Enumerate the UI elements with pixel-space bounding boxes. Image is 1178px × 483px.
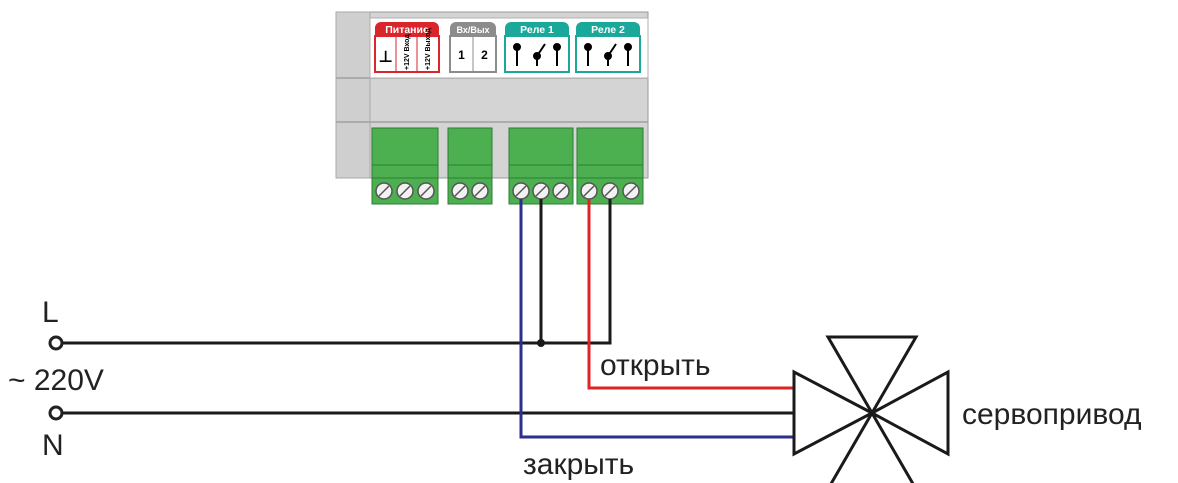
relay1-title: Реле 1 <box>520 24 554 36</box>
line-L-terminal <box>48 335 64 351</box>
relay1-contact-icon <box>513 43 561 66</box>
line-L-wire <box>62 199 612 345</box>
io-pin-2: 2 <box>481 48 488 62</box>
terminal-screws <box>375 182 640 200</box>
open-wire-label: открыть <box>600 349 711 382</box>
relay2-block-label: Реле 2 <box>575 22 641 73</box>
voltage-label: ~ 220V <box>8 364 104 397</box>
ground-symbol-icon: ⊥ <box>378 47 393 66</box>
io-block-title: Вх/Вых <box>456 25 489 35</box>
io-block-label: Вх/Вых 1 2 <box>449 22 497 73</box>
close-wire <box>519 199 794 439</box>
relay2-title: Реле 2 <box>591 24 625 36</box>
controller-module: Питание ⊥ +12V Вход +12V Выход Вх/Вых 1 … <box>335 11 649 205</box>
neutral-N-label: N <box>42 429 64 462</box>
junction-dot <box>537 339 545 347</box>
relay1-block-label: Реле 1 <box>504 22 570 73</box>
power-pin-out-label: +12V Выход <box>425 28 432 70</box>
close-wire-label: закрыть <box>523 448 634 481</box>
power-block-title: Питание <box>385 24 429 36</box>
wires <box>62 199 794 439</box>
power-pin-in-label: +12V Вход <box>404 34 411 70</box>
module-left-rail <box>335 11 371 179</box>
servo-valve-icon <box>792 335 950 483</box>
power-block-label: Питание ⊥ +12V Вход +12V Выход <box>374 22 440 73</box>
open-wire <box>587 199 794 390</box>
relay2-contact-icon <box>584 43 632 66</box>
neutral-N-terminal <box>48 405 64 421</box>
line-L-label: L <box>42 296 59 329</box>
io-pin-1: 1 <box>458 48 465 62</box>
actuator-label: сервопривод <box>962 398 1141 431</box>
